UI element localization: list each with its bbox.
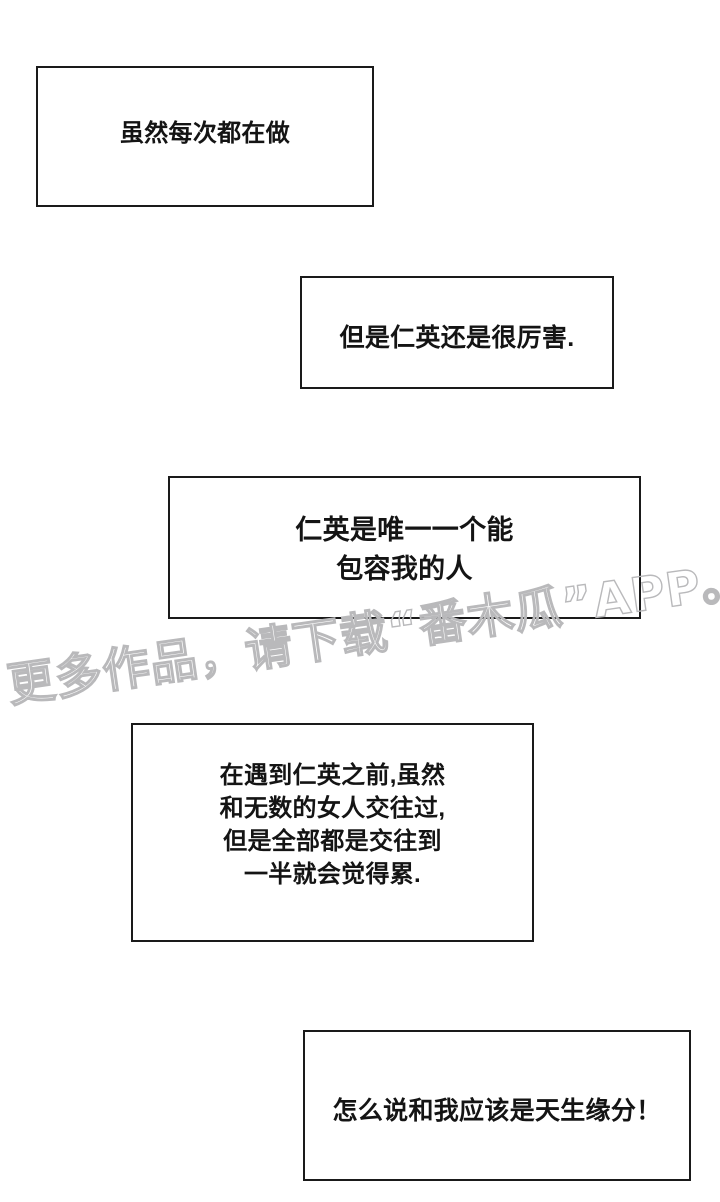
dialogue-text-1: 虽然每次都在做 [119, 119, 291, 147]
dialogue-box-2: 但是仁英还是很厉害. [300, 276, 614, 389]
dialogue-box-5: 怎么说和我应该是天生缘分！ [303, 1030, 691, 1181]
watermark: 更多作品，请下载“番木瓜”APP。 [3, 552, 720, 728]
dialogue-text-5: 怎么说和我应该是天生缘分！ [332, 1096, 662, 1125]
dialogue-text-3: 仁英是唯一一个能 包容我的人 [295, 514, 514, 584]
dialogue-text-4: 在遇到仁英之前,虽然 和无数的女人交往过, 但是全部都是交往到 一半就会觉得累. [219, 761, 446, 888]
dialogue-box-1: 虽然每次都在做 [36, 66, 374, 207]
dialogue-box-3: 仁英是唯一一个能 包容我的人 [168, 476, 641, 619]
dialogue-text-2: 但是仁英还是很厉害. [339, 323, 575, 352]
dialogue-box-4: 在遇到仁英之前,虽然 和无数的女人交往过, 但是全部都是交往到 一半就会觉得累. [131, 723, 534, 942]
